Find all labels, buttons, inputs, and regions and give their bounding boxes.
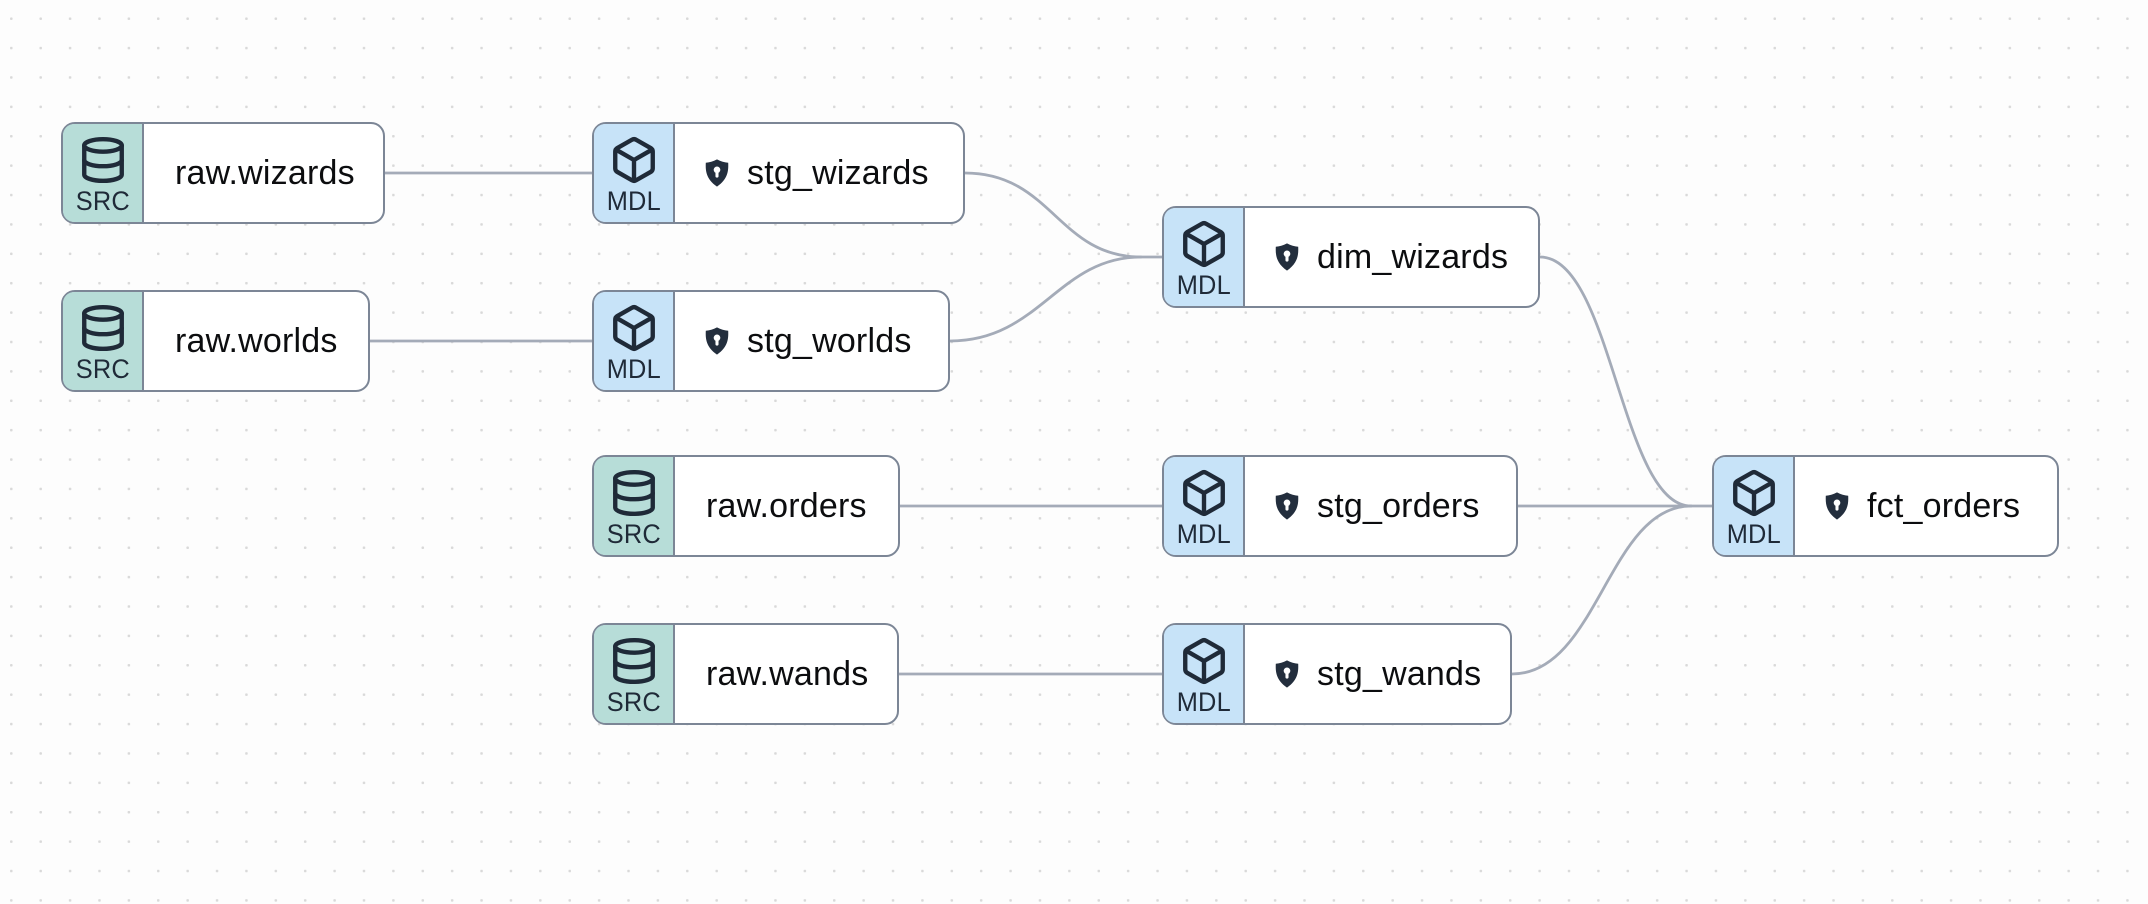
node-name: raw.wizards xyxy=(175,153,355,192)
node-raw-worlds[interactable]: SRC raw.worlds xyxy=(61,290,370,392)
node-stg-worlds[interactable]: MDL stg_worlds xyxy=(592,290,950,392)
node-name: raw.orders xyxy=(706,486,867,525)
badge-label: MDL xyxy=(1176,518,1231,549)
node-name: stg_wizards xyxy=(747,153,929,192)
node-name: stg_wands xyxy=(1317,654,1482,693)
node-raw-wands[interactable]: SRC raw.wands xyxy=(592,623,899,725)
model-type-badge: MDL xyxy=(594,124,675,222)
model-type-badge: MDL xyxy=(594,292,675,390)
badge-label: MDL xyxy=(606,185,661,216)
shield-lock-icon xyxy=(1275,660,1299,688)
node-name: fct_orders xyxy=(1867,486,2021,525)
shield-lock-icon xyxy=(705,327,729,355)
source-type-badge: SRC xyxy=(63,124,144,222)
source-type-badge: SRC xyxy=(594,625,675,723)
badge-label: SRC xyxy=(606,518,661,549)
node-stg-orders[interactable]: MDL stg_orders xyxy=(1162,455,1518,557)
badge-label: SRC xyxy=(606,686,661,717)
node-name: raw.wands xyxy=(706,654,869,693)
node-name: stg_orders xyxy=(1317,486,1480,525)
cube-icon xyxy=(612,136,655,183)
node-fct-orders[interactable]: MDL fct_orders xyxy=(1712,455,2059,557)
database-icon xyxy=(612,637,655,684)
shield-lock-icon xyxy=(1275,243,1299,271)
node-body: stg_worlds xyxy=(675,292,948,390)
badge-label: MDL xyxy=(606,353,661,384)
cube-icon xyxy=(612,304,655,351)
database-icon xyxy=(612,469,655,516)
model-type-badge: MDL xyxy=(1164,457,1245,555)
cube-icon xyxy=(1732,469,1775,516)
node-body: raw.worlds xyxy=(144,292,368,390)
badge-label: MDL xyxy=(1176,269,1231,300)
node-body: stg_wands xyxy=(1245,625,1510,723)
badge-label: MDL xyxy=(1176,686,1231,717)
shield-lock-icon xyxy=(1275,492,1299,520)
node-name: stg_worlds xyxy=(747,321,912,360)
node-dim-wizards[interactable]: MDL dim_wizards xyxy=(1162,206,1540,308)
node-body: dim_wizards xyxy=(1245,208,1538,306)
cube-icon xyxy=(1182,637,1225,684)
node-stg-wands[interactable]: MDL stg_wands xyxy=(1162,623,1512,725)
source-type-badge: SRC xyxy=(63,292,144,390)
node-body: fct_orders xyxy=(1795,457,2057,555)
cube-icon xyxy=(1182,220,1225,267)
database-icon xyxy=(81,304,124,351)
model-type-badge: MDL xyxy=(1164,208,1245,306)
edge-stg_worlds-dim_wizards xyxy=(948,255,1143,343)
edge-dim_wizards-fct_orders xyxy=(1538,255,1715,508)
node-body: raw.wands xyxy=(675,625,897,723)
shield-lock-icon xyxy=(705,159,729,187)
node-body: stg_wizards xyxy=(675,124,963,222)
node-stg-wizards[interactable]: MDL stg_wizards xyxy=(592,122,965,224)
node-body: raw.orders xyxy=(675,457,898,555)
node-body: raw.wizards xyxy=(144,124,383,222)
model-type-badge: MDL xyxy=(1714,457,1795,555)
source-type-badge: SRC xyxy=(594,457,675,555)
model-type-badge: MDL xyxy=(1164,625,1245,723)
node-name: raw.worlds xyxy=(175,321,338,360)
edge-stg_wands-fct_orders xyxy=(1510,504,1693,676)
badge-label: MDL xyxy=(1726,518,1781,549)
cube-icon xyxy=(1182,469,1225,516)
edge-stg_wizards-dim_wizards xyxy=(963,171,1165,259)
node-name: dim_wizards xyxy=(1317,237,1509,276)
node-body: stg_orders xyxy=(1245,457,1516,555)
badge-label: SRC xyxy=(75,353,130,384)
node-raw-wizards[interactable]: SRC raw.wizards xyxy=(61,122,385,224)
database-icon xyxy=(81,136,124,183)
badge-label: SRC xyxy=(75,185,130,216)
node-raw-orders[interactable]: SRC raw.orders xyxy=(592,455,900,557)
shield-lock-icon xyxy=(1825,492,1849,520)
